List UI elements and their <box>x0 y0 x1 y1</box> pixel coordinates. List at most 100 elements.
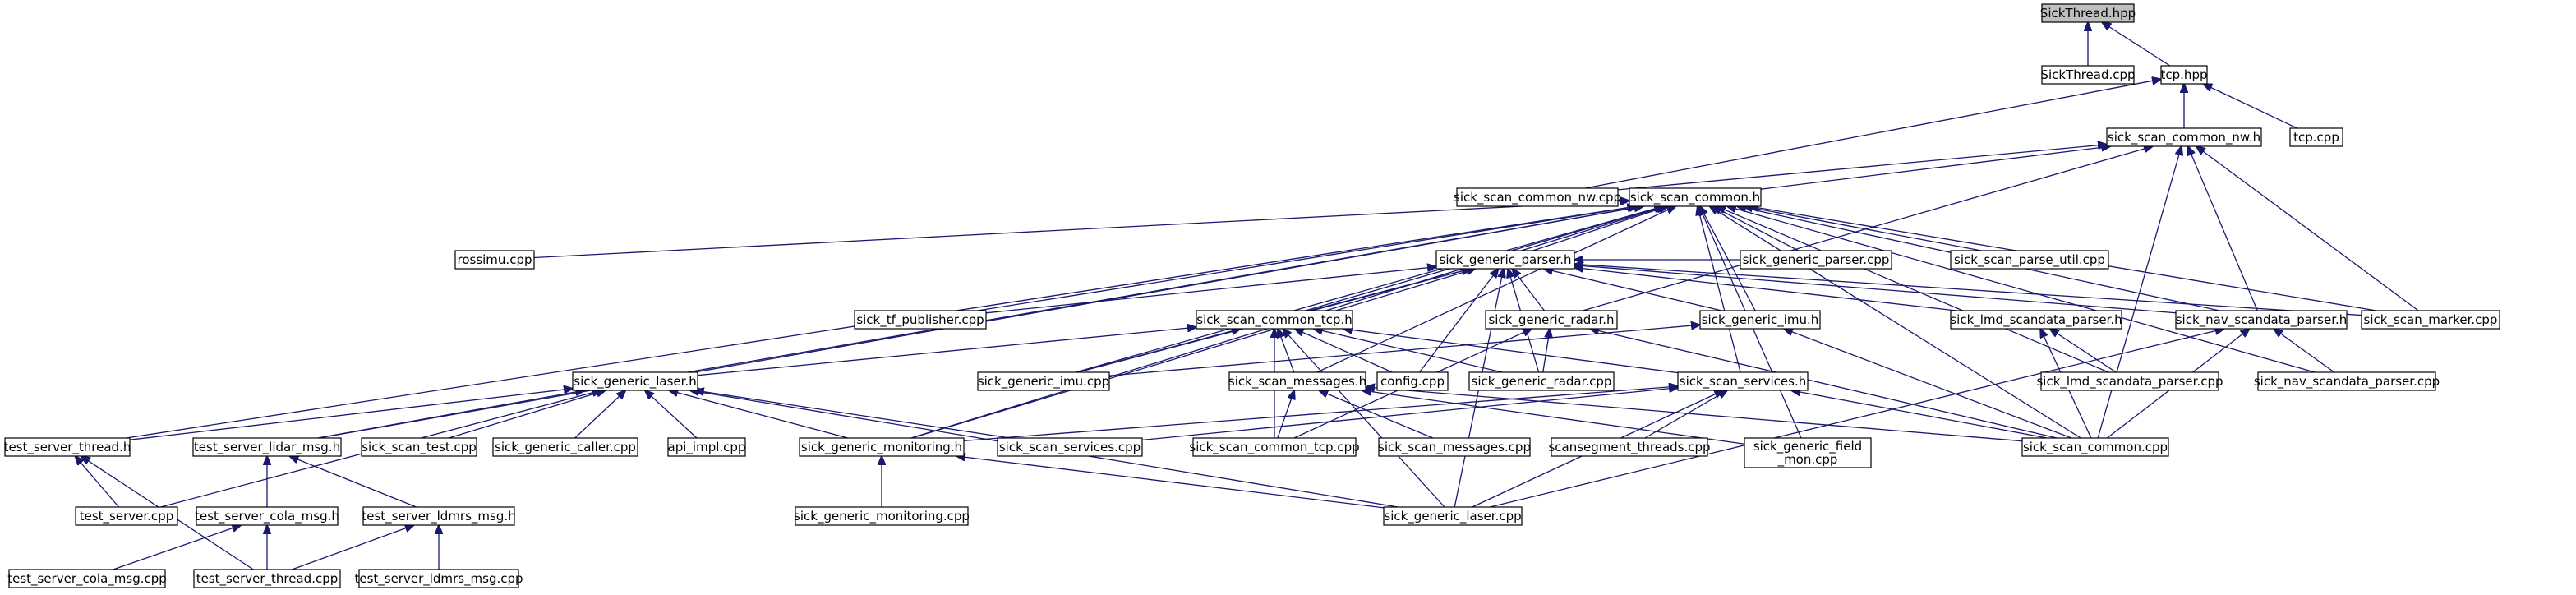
node-label-sick-generic-field-mon-cpp-line1: sick_generic_field <box>1753 439 1862 454</box>
node-rossimu-cpp[interactable]: rossimu.cpp <box>454 250 535 270</box>
node-label-sick-scan-test-cpp: sick_scan_test.cpp <box>362 440 477 455</box>
node-sick-generic-laser-cpp[interactable]: sick_generic_laser.cpp <box>1383 506 1523 526</box>
edge-sick-lmd-scandata-parser-cpp-to-sick-scan-common-h <box>1717 206 2109 373</box>
edge-sick-scan-common-cpp-to-sick-generic-radar-h <box>1590 329 2058 439</box>
node-sick-scan-parse-util-cpp[interactable]: sick_scan_parse_util.cpp <box>1950 250 2109 270</box>
node-sick-generic-imu-cpp[interactable]: sick_generic_imu.cpp <box>977 371 1110 391</box>
node-label-sick-generic-imu-h: sick_generic_imu.h <box>1702 312 1819 328</box>
node-sick-tf-publisher-cpp[interactable]: sick_tf_publisher.cpp <box>854 310 987 330</box>
node-test-server-ldmrs-msg-h[interactable]: test_server_ldmrs_msg.h <box>362 506 516 526</box>
node-label-sick-generic-radar-cpp: sick_generic_radar.cpp <box>1472 374 1612 390</box>
node-sick-scan-messages-h[interactable]: sick_scan_messages.h <box>1228 371 1366 391</box>
node-sick-scan-test-cpp[interactable]: sick_scan_test.cpp <box>361 437 477 457</box>
node-sick-scan-marker-cpp[interactable]: sick_scan_marker.cpp <box>2361 310 2500 330</box>
node-box-sick-generic-laser-cpp <box>1383 506 1523 526</box>
node-sick-generic-monitoring-cpp[interactable]: sick_generic_monitoring.cpp <box>794 506 970 526</box>
node-test-server-thread-h[interactable]: test_server_thread.h <box>4 437 131 457</box>
node-label-sick-generic-radar-h: sick_generic_radar.h <box>1488 312 1614 328</box>
node-label-sick-scan-services-h: sick_scan_services.h <box>1680 374 1807 390</box>
edge-sick-generic-parser-h-to-sick-scan-common-h <box>1532 206 1667 251</box>
node-label-sickthread-hpp: SickThread.hpp <box>2040 6 2136 21</box>
node-label-sick-generic-field-mon-cpp-line2: _mon.cpp <box>1777 452 1838 468</box>
node-label-test-server-cpp: test_server.cpp <box>80 509 173 524</box>
edge-sick-nav-scandata-parser-h-to-sick-scan-common-nw-h <box>2188 146 2258 311</box>
node-sick-generic-laser-h[interactable]: sick_generic_laser.h <box>572 371 698 391</box>
node-box-sick-generic-parser-h <box>1435 250 1575 270</box>
node-box-sick-scan-marker-cpp <box>2361 310 2500 330</box>
node-box-sick-generic-imu-h <box>1699 310 1821 330</box>
node-sick-scan-common-nw-h[interactable]: sick_scan_common_nw.h <box>2106 127 2262 147</box>
node-box-scansegment-threads-cpp <box>1551 437 1708 457</box>
node-sick-scan-services-cpp[interactable]: sick_scan_services.cpp <box>997 437 1143 457</box>
node-api-impl-cpp[interactable]: api_impl.cpp <box>667 437 746 457</box>
edge-scansegment-threads-cpp-to-sick-scan-services-h <box>1644 390 1727 439</box>
edge-sick-scan-messages-cpp-to-sick-scan-messages-h <box>1319 390 1433 439</box>
node-test-server-ldmrs-msg-cpp[interactable]: test_server_ldmrs_msg.cpp <box>354 569 523 588</box>
node-test-server-cola-msg-cpp[interactable]: test_server_cola_msg.cpp <box>7 569 167 588</box>
node-sick-scan-common-nw-cpp[interactable]: sick_scan_common_nw.cpp <box>1454 187 1621 207</box>
node-box-sick-scan-parse-util-cpp <box>1950 250 2109 270</box>
node-sick-scan-services-h[interactable]: sick_scan_services.h <box>1677 371 1809 391</box>
node-tcp-hpp[interactable]: tcp.hpp <box>2160 65 2208 85</box>
edge-sick-generic-parser-cpp-to-sick-scan-common-h <box>1712 206 1800 251</box>
edge-sick-generic-radar-h-to-sick-scan-common-nw-h <box>1582 146 2153 311</box>
node-sick-generic-caller-cpp[interactable]: sick_generic_caller.cpp <box>492 437 638 457</box>
node-sick-scan-common-cpp[interactable]: sick_scan_common.cpp <box>2021 437 2169 457</box>
edge-sick-lmd-scandata-parser-h-to-sick-generic-parser-h <box>1574 267 1956 311</box>
edge-api-impl-cpp-to-sick-generic-laser-h <box>645 390 698 439</box>
node-label-sick-tf-publisher-cpp: sick_tf_publisher.cpp <box>856 312 984 328</box>
node-label-tcp-cpp: tcp.cpp <box>2293 130 2339 145</box>
node-box-api-impl-cpp <box>667 437 746 457</box>
node-sick-scan-common-tcp-h[interactable]: sick_scan_common_tcp.h <box>1196 310 1353 330</box>
node-box-sick-generic-monitoring-h <box>799 437 965 457</box>
node-sick-generic-radar-h[interactable]: sick_generic_radar.h <box>1485 310 1618 330</box>
node-sick-generic-imu-h[interactable]: sick_generic_imu.h <box>1699 310 1821 330</box>
node-test-server-cola-msg-h[interactable]: test_server_cola_msg.h <box>195 506 339 526</box>
edge-sick-scan-marker-cpp-to-sick-scan-common-nw-h <box>2196 146 2419 311</box>
node-sick-scan-common-h[interactable]: sick_scan_common.h <box>1629 187 1762 207</box>
node-box-sick-generic-radar-cpp <box>1468 371 1615 391</box>
node-sick-lmd-scandata-parser-cpp[interactable]: sick_lmd_scandata_parser.cpp <box>2036 371 2223 391</box>
node-sick-generic-parser-h[interactable]: sick_generic_parser.h <box>1435 250 1575 270</box>
node-label-sick-scan-parse-util-cpp: sick_scan_parse_util.cpp <box>1954 252 2105 268</box>
node-box-sickthread-hpp <box>2041 3 2135 23</box>
node-box-sick-generic-radar-h <box>1485 310 1618 330</box>
node-box-sick-lmd-scandata-parser-cpp <box>2040 371 2219 391</box>
node-sick-nav-scandata-parser-h[interactable]: sick_nav_scandata_parser.h <box>2175 310 2348 330</box>
edge-sick-scan-common-tcp-cpp-to-sick-scan-messages-h <box>1277 390 1294 439</box>
node-sick-lmd-scandata-parser-h[interactable]: sick_lmd_scandata_parser.h <box>1950 310 2122 330</box>
node-sick-scan-messages-cpp[interactable]: sick_scan_messages.cpp <box>1378 437 1531 457</box>
node-box-sick-tf-publisher-cpp <box>854 310 987 330</box>
node-sick-generic-field-mon-cpp[interactable]: sick_generic_field_mon.cpp <box>1744 437 1872 468</box>
node-label-sick-lmd-scandata-parser-h: sick_lmd_scandata_parser.h <box>1950 312 2122 328</box>
edge-sick-nav-scandata-parser-cpp-to-sick-nav-scandata-parser-h <box>2274 329 2335 373</box>
node-sick-generic-monitoring-h[interactable]: sick_generic_monitoring.h <box>799 437 965 457</box>
node-test-server-thread-cpp[interactable]: test_server_thread.cpp <box>193 569 341 588</box>
edge-tcp-cpp-to-tcp-hpp <box>2203 84 2297 129</box>
edge-sick-generic-laser-cpp-to-sick-nav-scandata-parser-h <box>1490 329 2223 508</box>
node-sickthread-cpp[interactable]: SickThread.cpp <box>2040 65 2136 85</box>
node-box-sick-scan-common-cpp <box>2021 437 2169 457</box>
node-sick-nav-scandata-parser-cpp[interactable]: sick_nav_scandata_parser.cpp <box>2254 371 2440 391</box>
edge-sick-generic-monitoring-h-to-sick-generic-laser-h <box>669 390 848 439</box>
edge-sick-scan-common-cpp-to-sick-scan-messages-h <box>1366 387 2023 442</box>
node-label-sick-scan-common-tcp-cpp: sick_scan_common_tcp.cpp <box>1189 440 1359 455</box>
node-sick-generic-radar-cpp[interactable]: sick_generic_radar.cpp <box>1468 371 1615 391</box>
node-sickthread-hpp[interactable]: SickThread.hpp <box>2040 3 2136 23</box>
node-sick-generic-parser-cpp[interactable]: sick_generic_parser.cpp <box>1740 250 1892 270</box>
edge-sick-generic-monitoring-h-to-sick-scan-services-h <box>963 386 1678 442</box>
node-sick-scan-common-tcp-cpp[interactable]: sick_scan_common_tcp.cpp <box>1189 437 1360 457</box>
node-test-server-cpp[interactable]: test_server.cpp <box>75 506 178 526</box>
edge-sick-generic-imu-h-to-sick-scan-common-h <box>1700 206 1756 311</box>
node-scansegment-threads-cpp[interactable]: scansegment_threads.cpp <box>1548 437 1711 457</box>
node-box-sick-scan-common-tcp-cpp <box>1192 437 1357 457</box>
node-config-cpp[interactable]: config.cpp <box>1376 371 1449 391</box>
edge-sick-generic-imu-cpp-to-sick-scan-common-h <box>1075 206 1663 373</box>
node-label-sick-scan-marker-cpp: sick_scan_marker.cpp <box>2364 312 2498 328</box>
node-box-sick-generic-field-mon-cpp <box>1744 437 1872 468</box>
edge-layer <box>75 22 2419 570</box>
node-test-server-lidar-msg-h[interactable]: test_server_lidar_msg.h <box>192 437 342 457</box>
node-tcp-cpp[interactable]: tcp.cpp <box>2289 127 2343 147</box>
node-box-sick-generic-caller-cpp <box>492 437 638 457</box>
